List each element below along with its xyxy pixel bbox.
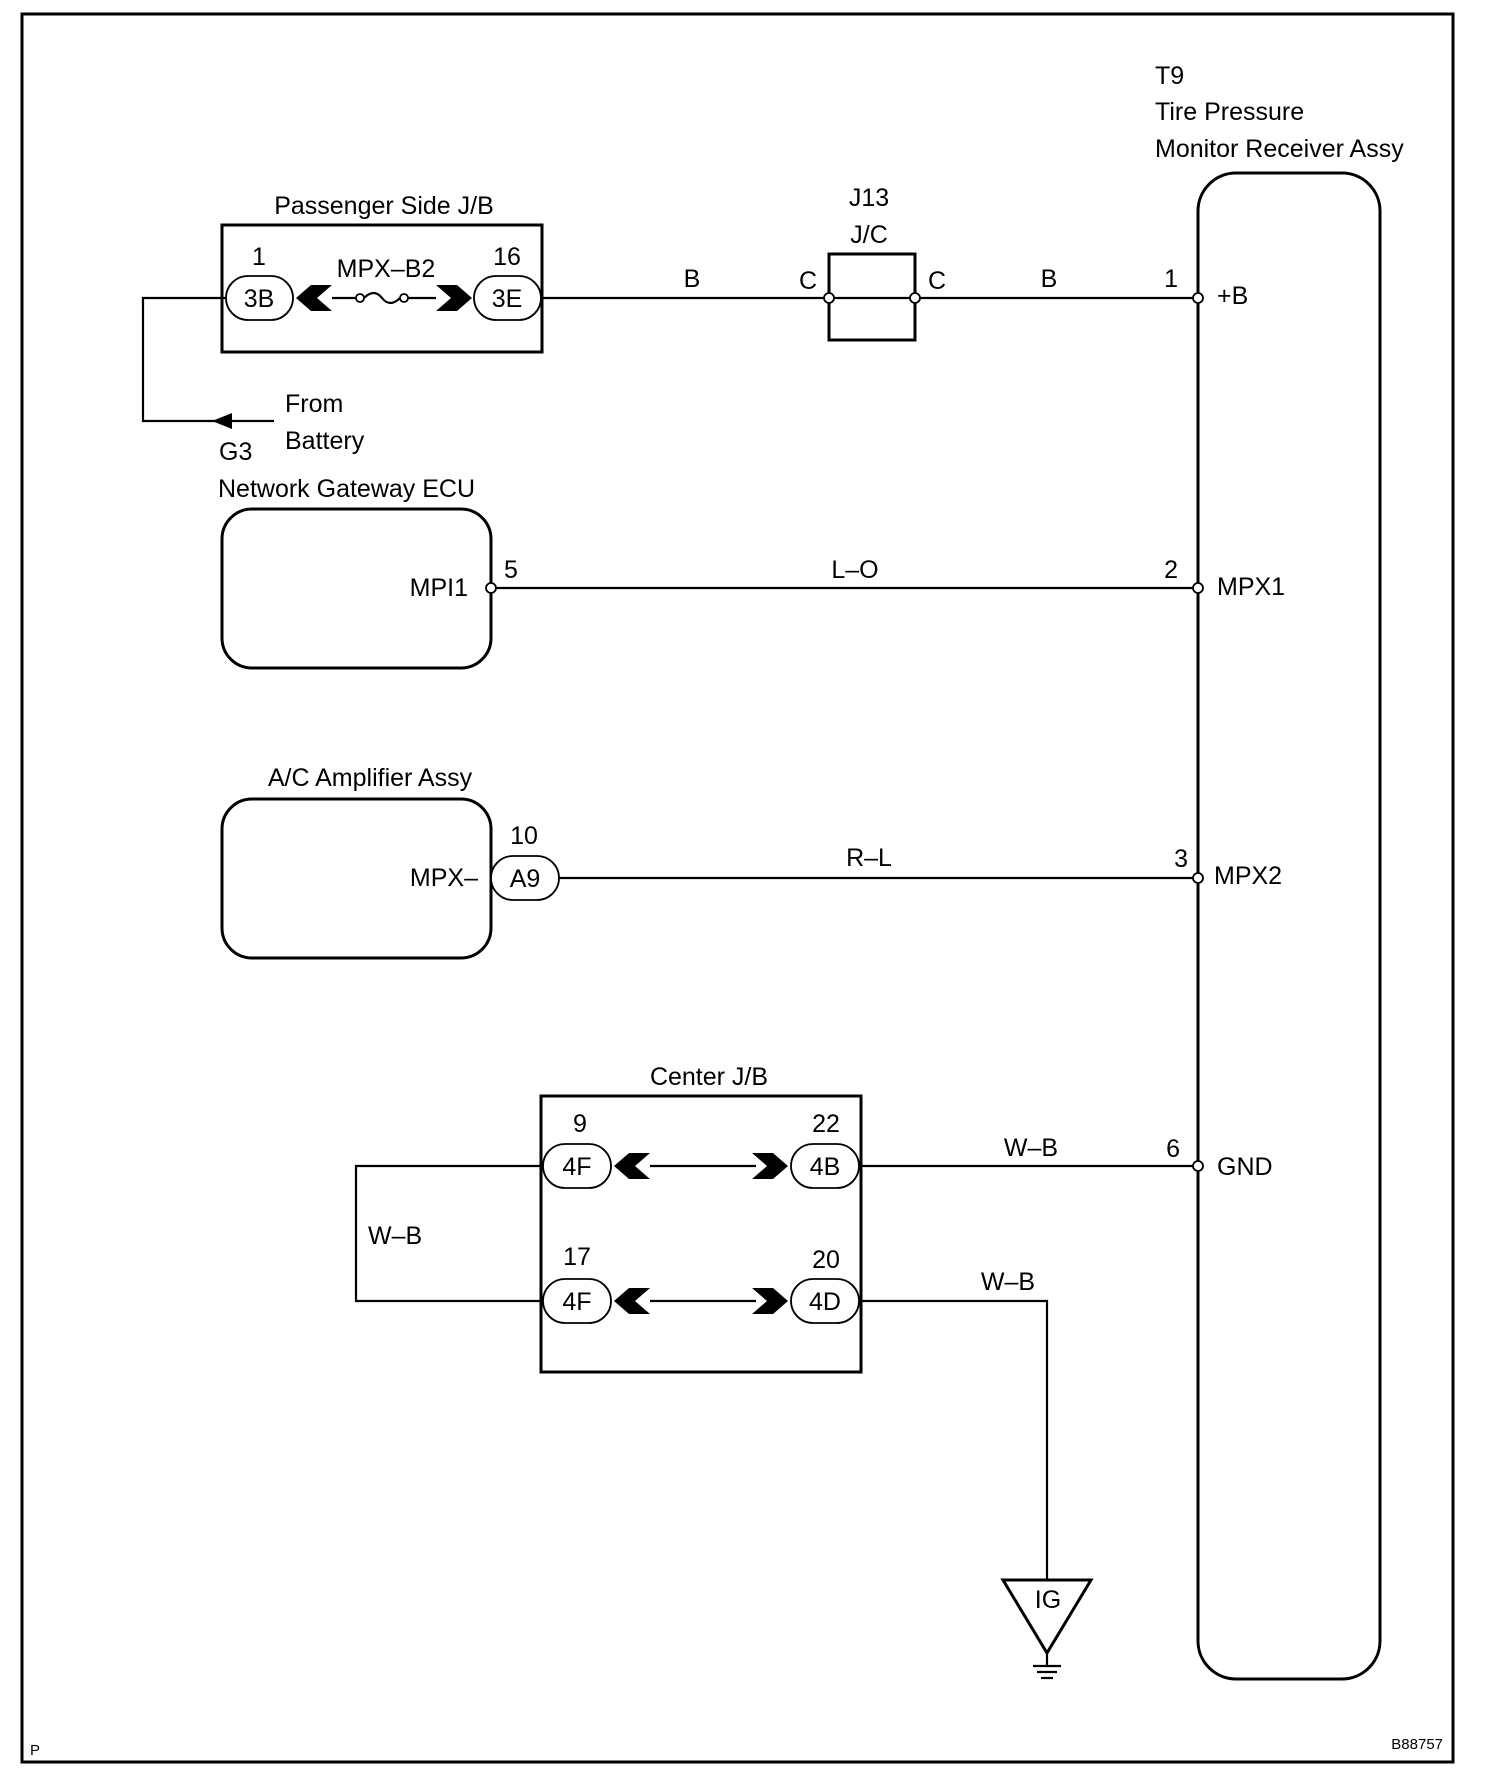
chevron-right-icon (752, 1153, 788, 1179)
passenger-jb-title: Passenger Side J/B (274, 192, 494, 220)
wire-ground-color: W–B (981, 1268, 1035, 1296)
wire-mpx1-color: L–O (831, 556, 878, 584)
center-jb-pin: 22 (812, 1110, 840, 1138)
connector-4b-label: 4B (810, 1153, 841, 1181)
corner-label: P (30, 1742, 40, 1759)
receiver-body (1196, 171, 1382, 1681)
battery-label-line2: Battery (285, 427, 365, 455)
center-jb-title: Center J/B (650, 1063, 768, 1091)
receiver-pin-name: MPX2 (1214, 862, 1282, 890)
junction-right-terminal: C (928, 267, 946, 295)
center-jb-box (539, 1094, 863, 1374)
center-jb-pin: 9 (573, 1110, 587, 1138)
connector-3e-label: 3E (492, 285, 523, 313)
wire-gnd-color: W–B (1004, 1134, 1058, 1162)
fuse-icon (332, 291, 436, 305)
wire-b-left-color: B (684, 265, 701, 293)
chevron-right-icon (752, 1288, 788, 1314)
fuse-label: MPX–B2 (337, 255, 436, 283)
gateway-name: Network Gateway ECU (218, 475, 475, 503)
junction-left-terminal: C (799, 267, 817, 295)
network-gateway-ecu: G3 Network Gateway ECU MPI1 5 L–O (218, 438, 1204, 670)
chevron-left-icon (614, 1153, 650, 1179)
gateway-code: G3 (219, 438, 252, 466)
battery-label-line1: From (285, 390, 343, 418)
receiver-name-line1: Tire Pressure (1155, 98, 1304, 126)
ac-amp-name: A/C Amplifier Assy (268, 764, 473, 792)
wire-mpx2-color: R–L (846, 844, 892, 872)
battery-feed: From Battery (141, 296, 365, 455)
ac-amp-terminal: MPX– (410, 864, 478, 892)
receiver-pin-number: 3 (1174, 845, 1188, 873)
junction-name: J/C (850, 221, 888, 249)
diagram-frame (20, 12, 1455, 1764)
wire-loop (354, 1164, 543, 1303)
center-jb-pin: 20 (812, 1246, 840, 1274)
junction-terminal (909, 292, 921, 304)
receiver-name-line2: Monitor Receiver Assy (1155, 135, 1404, 163)
wire-loop-color: W–B (368, 1222, 422, 1250)
gateway-terminal-dot (485, 582, 497, 594)
receiver-terminal-mpx1 (1192, 582, 1204, 594)
junction-code: J13 (849, 184, 889, 212)
center-jb-pin: 17 (563, 1243, 591, 1271)
ground-icon (1033, 1653, 1061, 1680)
receiver-pin-name: GND (1217, 1153, 1273, 1181)
connector-a9-label: A9 (510, 865, 541, 893)
receiver-terminal-gnd (1192, 1160, 1204, 1172)
center-jb: Center J/B 9 22 4F 4B 17 20 4F 4D (539, 1063, 863, 1374)
wire-battery (141, 296, 274, 423)
arrow-left-icon (212, 413, 232, 429)
chevron-left-icon (296, 285, 332, 311)
receiver-assy: T9 Tire Pressure Monitor Receiver Assy 1… (1155, 62, 1404, 1681)
connector-4d-label: 4D (809, 1288, 841, 1316)
passenger-side-jb: Passenger Side J/B 1 16 3B 3E MPX–B2 (220, 192, 544, 354)
chevron-left-icon (614, 1288, 650, 1314)
wire-b-right-color: B (1041, 265, 1058, 293)
ac-amp-pin: 10 (510, 822, 538, 850)
wire-ground (859, 1299, 1049, 1580)
receiver-terminal-mpx2 (1192, 872, 1204, 884)
passenger-jb-left-pin: 1 (252, 243, 266, 271)
receiver-pin-name: MPX1 (1217, 573, 1285, 601)
passenger-jb-right-pin: 16 (493, 243, 521, 271)
chevron-right-icon (436, 285, 472, 311)
ac-amplifier-assy: A/C Amplifier Assy MPX– 10 A9 R–L (220, 764, 1204, 960)
junction-terminal (823, 292, 835, 304)
ground-triangle (1000, 1578, 1094, 1656)
receiver-pin-number: 2 (1164, 556, 1178, 584)
figure-id: B88757 (1391, 1736, 1443, 1753)
ground-label: IG (1035, 1586, 1061, 1614)
receiver-pin-number: 1 (1164, 265, 1178, 293)
receiver-code: T9 (1155, 62, 1184, 90)
receiver-terminal-b (1192, 292, 1204, 304)
passenger-jb-box (220, 223, 544, 354)
connector-4f-bottom-label: 4F (562, 1288, 591, 1316)
receiver-pin-name: +B (1217, 282, 1248, 310)
receiver-pin-number: 6 (1166, 1135, 1180, 1163)
gateway-pin: 5 (504, 556, 518, 584)
connector-4f-top-label: 4F (562, 1153, 591, 1181)
junction-connector-j13: J13 J/C C C (799, 184, 946, 342)
ground-point: IG (1000, 1578, 1094, 1680)
gateway-terminal: MPI1 (410, 574, 468, 602)
connector-3b-label: 3B (244, 285, 275, 313)
